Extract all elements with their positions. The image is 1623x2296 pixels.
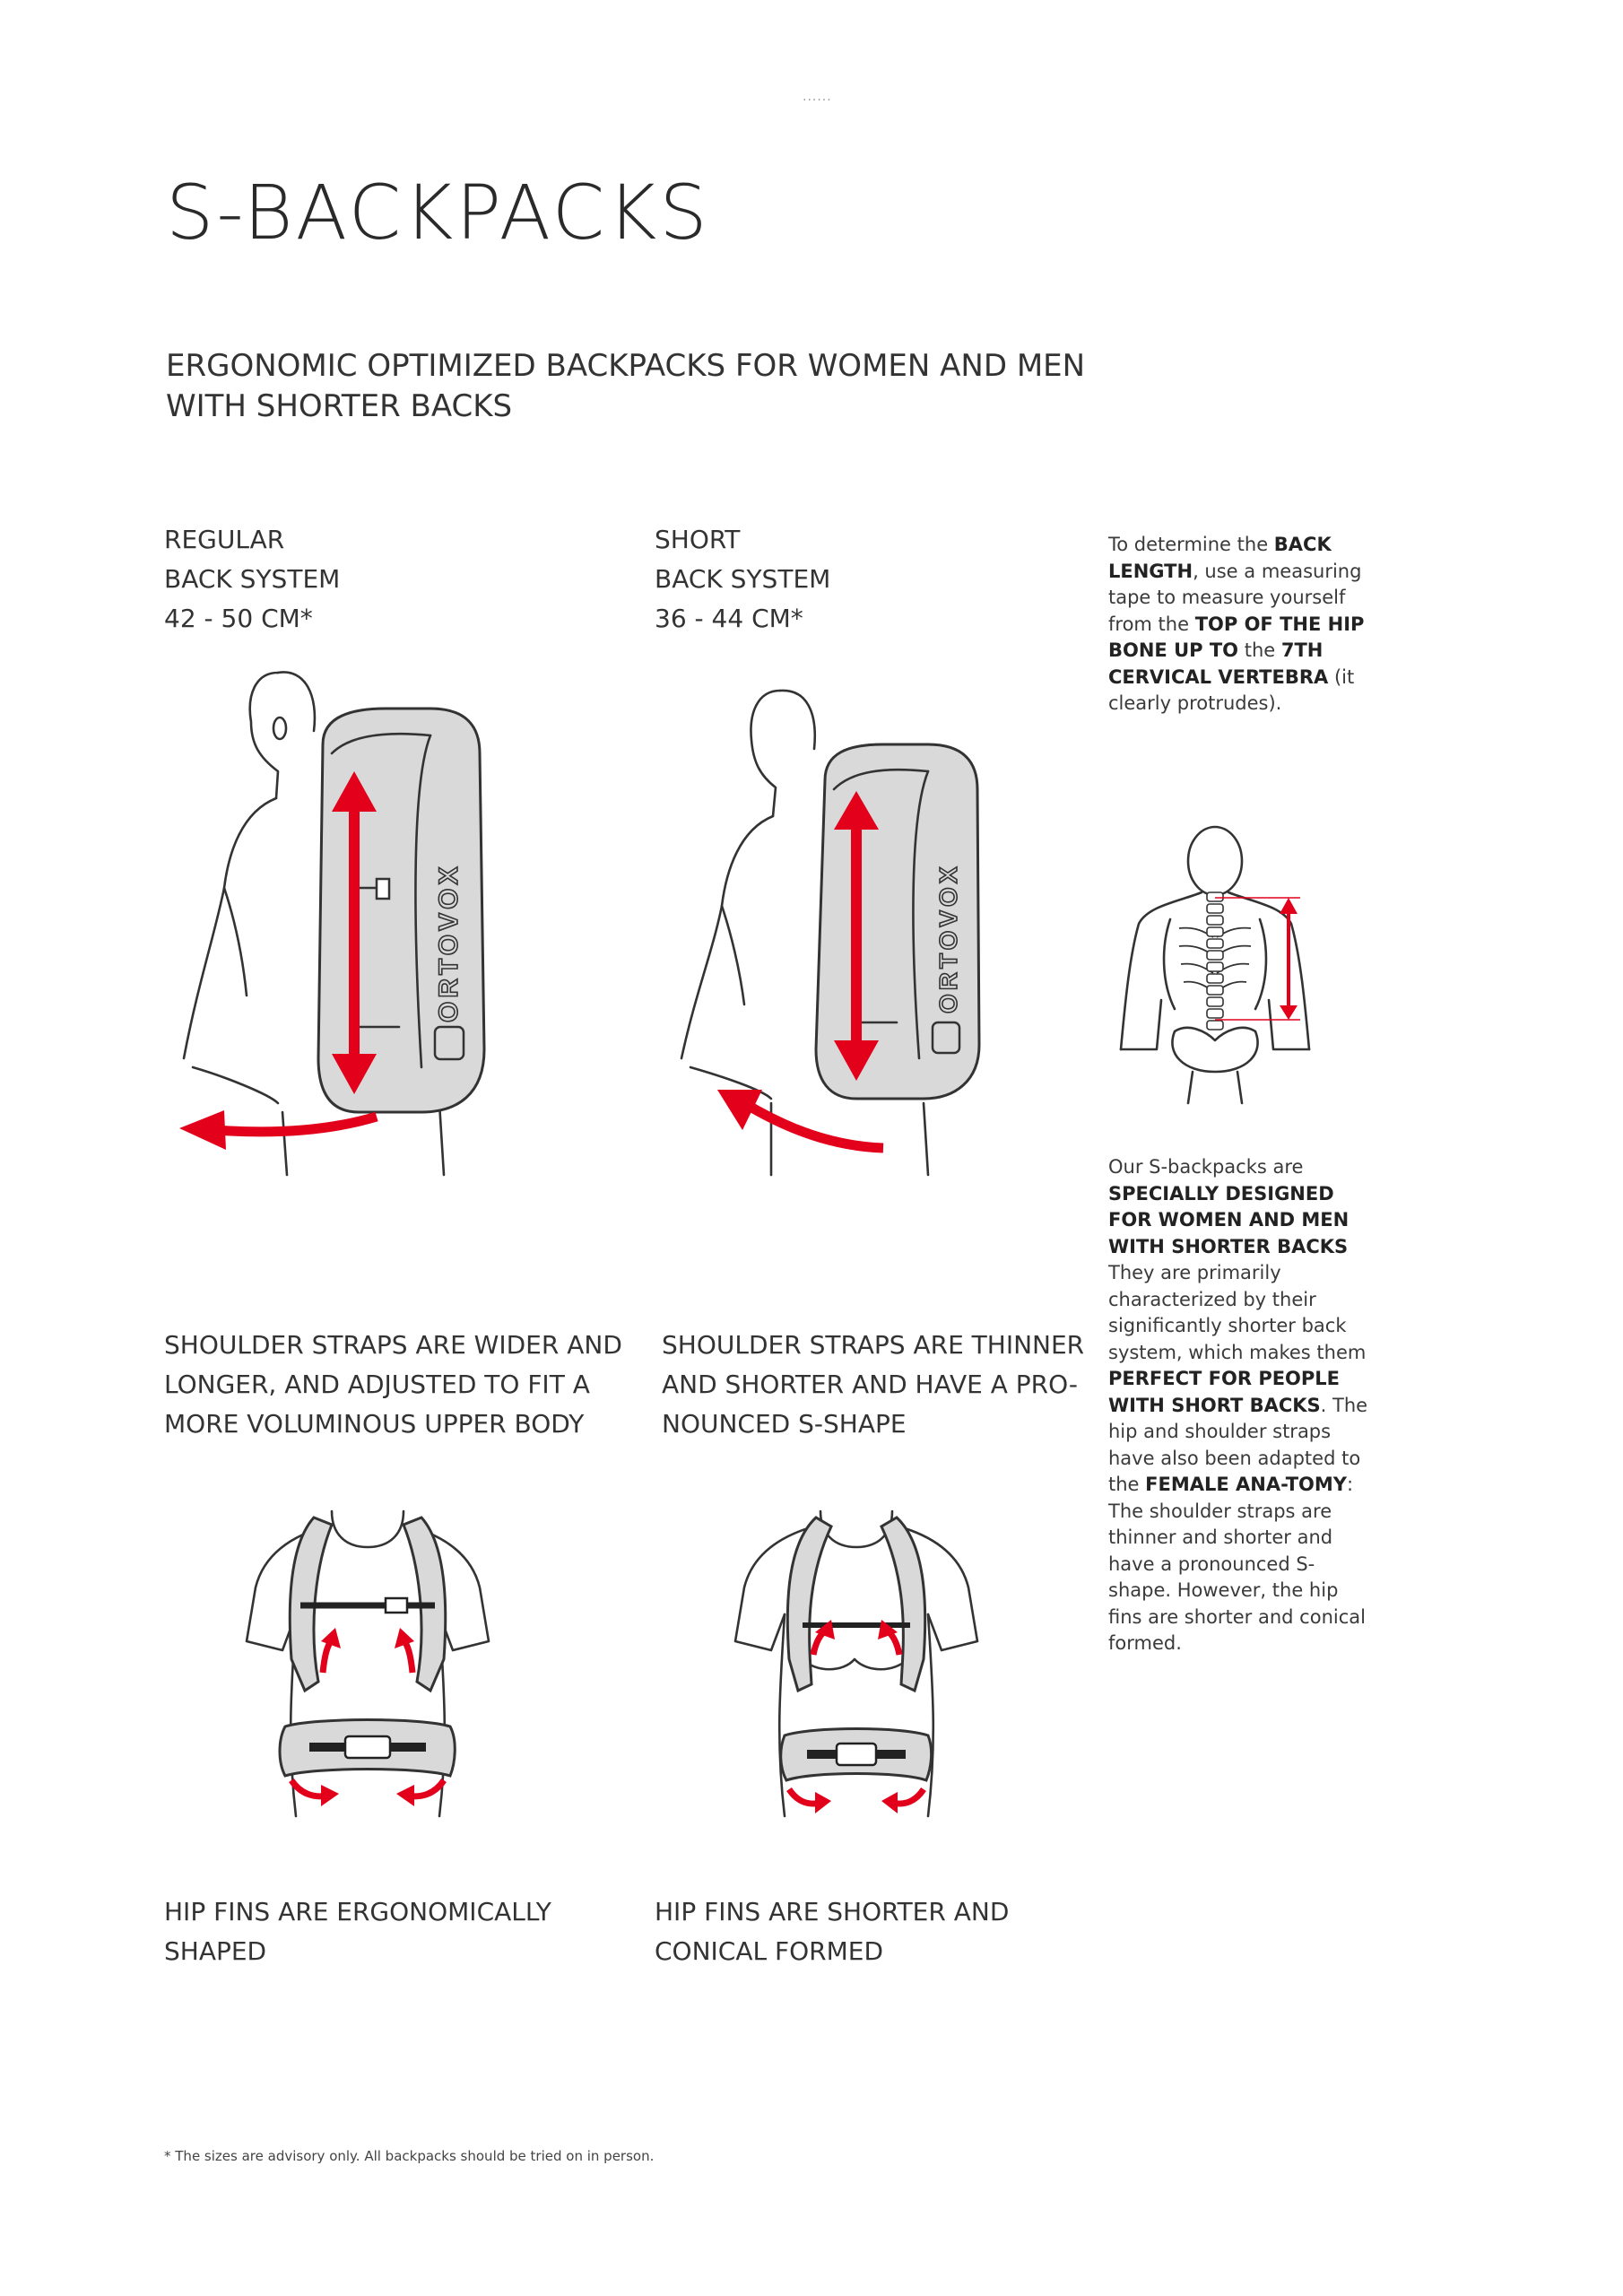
caption-line: AND SHORTER AND HAVE A PRO-	[662, 1370, 1079, 1399]
top-mark: ......	[803, 90, 832, 104]
regular-front-harness-illustration	[245, 1509, 490, 1818]
measure-text: , use a measuring tape to measure yourse…	[1108, 560, 1362, 635]
regular-label-line: REGULAR	[164, 525, 285, 554]
caption-line: HIP FINS ARE ERGONOMICALLY	[164, 1897, 551, 1926]
regular-backpack-illustration: ORTOVOX	[179, 671, 486, 1177]
measure-text: (it clearly protrudes).	[1108, 665, 1355, 715]
short-front-harness-illustration	[733, 1509, 979, 1818]
caption-line: SHOULDER STRAPS ARE WIDER AND	[164, 1330, 622, 1360]
short-backpack-illustration: ORTOVOX	[680, 689, 981, 1177]
caption-line: CONICAL FORMED	[655, 1936, 884, 1966]
caption-line: SHOULDER STRAPS ARE THINNER	[662, 1330, 1085, 1360]
skeleton-back-illustration	[1119, 825, 1311, 1105]
regular-hip-caption: HIP FINS ARE ERGONOMICALLY SHAPED	[164, 1892, 551, 1971]
measure-bold: BACK LENGTH	[1108, 534, 1332, 582]
design-text: . The hip and shoulder straps have also …	[1108, 1394, 1368, 1496]
short-label-line: BACK SYSTEM	[655, 564, 831, 594]
caption-line: NOUNCED S-SHAPE	[662, 1409, 907, 1439]
design-text: : The shoulder straps are thinner and sh…	[1108, 1474, 1366, 1654]
short-shoulder-caption: SHOULDER STRAPS ARE THINNER AND SHORTER …	[662, 1326, 1084, 1444]
back-length-instructions: To determine the BACK LENGTH, use a meas…	[1108, 532, 1368, 718]
caption-line: MORE VOLUMINOUS UPPER BODY	[164, 1409, 585, 1439]
regular-label-line: 42 - 50 CM*	[164, 604, 313, 633]
short-label-line: 36 - 44 CM*	[655, 604, 803, 633]
design-text: They are primarily characterized by thei…	[1108, 1262, 1367, 1363]
short-brand-print: ORTOVOX	[934, 863, 962, 1013]
short-hip-caption: HIP FINS ARE SHORTER AND CONICAL FORMED	[655, 1892, 1009, 1971]
short-label-line: SHORT	[655, 525, 741, 554]
regular-brand-print: ORTOVOX	[434, 864, 464, 1022]
regular-back-label: REGULAR BACK SYSTEM 42 - 50 CM*	[164, 520, 340, 639]
page-subtitle: ERGONOMIC OPTIMIZED BACKPACKS FOR WOMEN …	[166, 346, 1085, 427]
short-back-label: SHORT BACK SYSTEM 36 - 44 CM*	[655, 520, 830, 639]
footnote: * The sizes are advisory only. All backp…	[164, 2148, 655, 2164]
design-bold: SPECIALLY DESIGNED FOR WOMEN AND MEN WIT…	[1108, 1182, 1350, 1257]
subtitle-line: WITH SHORTER BACKS	[166, 388, 513, 424]
measure-text: the	[1238, 639, 1281, 661]
caption-line: SHAPED	[164, 1936, 267, 1966]
subtitle-line: ERGONOMIC OPTIMIZED BACKPACKS FOR WOMEN …	[166, 348, 1086, 384]
regular-label-line: BACK SYSTEM	[164, 564, 341, 594]
measure-bold: TOP OF THE HIP BONE UP TO	[1108, 613, 1365, 662]
design-bold: PERFECT FOR PEOPLE WITH SHORT BACKS	[1108, 1368, 1341, 1416]
design-text: Our S-backpacks are	[1108, 1156, 1304, 1178]
regular-shoulder-caption: SHOULDER STRAPS ARE WIDER AND LONGER, AN…	[164, 1326, 622, 1444]
caption-line: LONGER, AND ADJUSTED TO FIT A	[164, 1370, 590, 1399]
caption-line: HIP FINS ARE SHORTER AND	[655, 1897, 1010, 1926]
page-title: S-BACKPACKS	[166, 169, 710, 257]
design-bold: FEMALE ANA-TOMY	[1145, 1474, 1348, 1495]
measure-text: To determine the	[1108, 534, 1274, 555]
measure-bold: 7TH CERVICAL VERTEBRA	[1108, 639, 1329, 688]
s-backpack-description: Our S-backpacks are SPECIALLY DESIGNED F…	[1108, 1154, 1368, 1657]
